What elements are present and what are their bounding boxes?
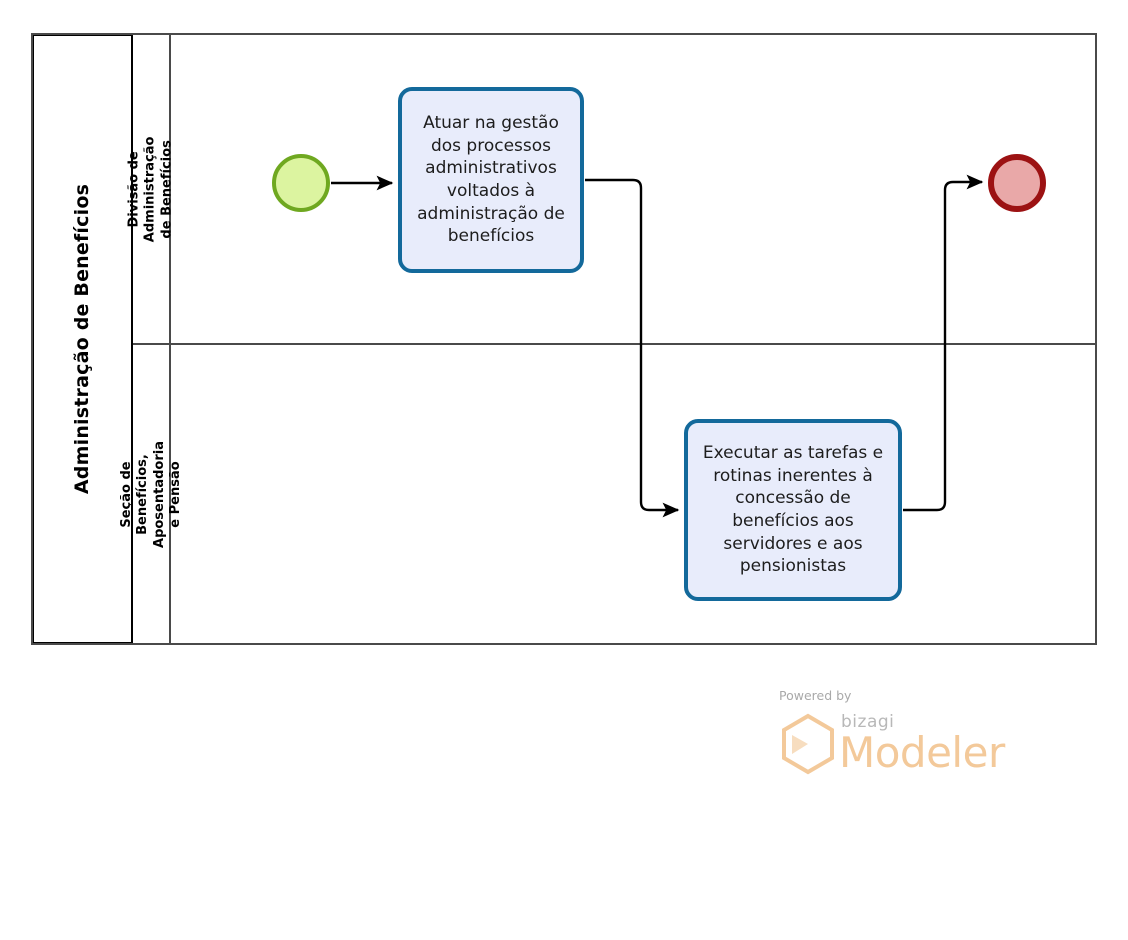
task-executar-tarefas[interactable]: Executar as tarefas e rotinas inerentes …	[684, 419, 902, 601]
hexagon-icon	[782, 713, 834, 775]
lane-title-0: Divisão de Administração de Benefícios	[126, 136, 175, 242]
start-event[interactable]	[272, 154, 330, 212]
lane-header-0[interactable]: Divisão de Administração de Benefícios	[127, 35, 174, 343]
lane-body-1	[171, 345, 1097, 643]
lane-secao-de-beneficios-aposentadoria-e-pensao[interactable]: Seção de Benefícios, Aposentadoria e Pen…	[119, 345, 1097, 643]
pool-header[interactable]: Administração de Benefícios	[33, 35, 133, 643]
end-event[interactable]	[988, 154, 1046, 212]
bizagi-watermark: Powered by bizagi Modeler	[779, 688, 1029, 788]
task-executar-tarefas-label: Executar as tarefas e rotinas inerentes …	[702, 443, 884, 577]
task-atuar-gestao[interactable]: Atuar na gestão dos processos administra…	[398, 87, 584, 273]
task-atuar-gestao-label: Atuar na gestão dos processos administra…	[417, 113, 565, 247]
modeler-product-label: Modeler	[839, 728, 1005, 777]
pool-title: Administração de Benefícios	[71, 183, 94, 495]
lane-header-1[interactable]: Seção de Benefícios, Aposentadoria e Pen…	[119, 345, 182, 643]
powered-by-label: Powered by	[779, 688, 852, 703]
bizagi-brand-label: bizagi	[841, 712, 895, 732]
